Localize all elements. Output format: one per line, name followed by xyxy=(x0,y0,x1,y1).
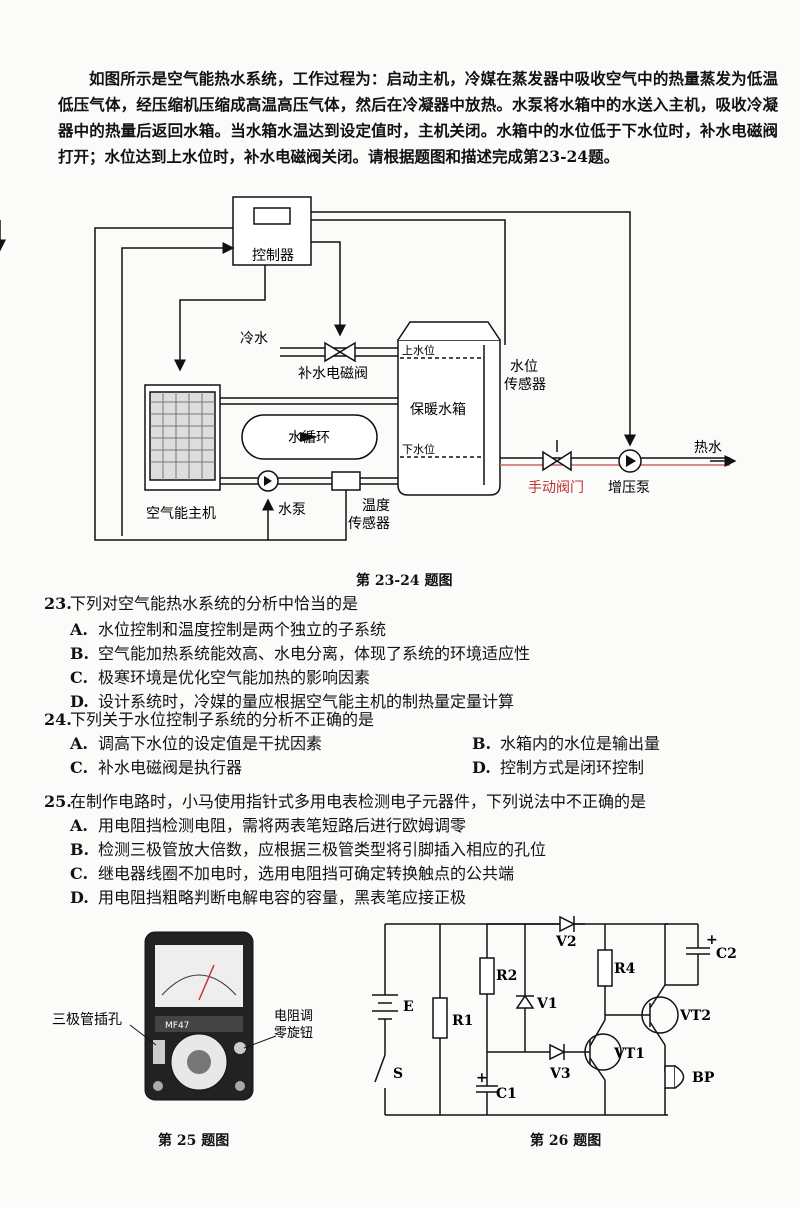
question-23-option-C: C. 极寒环境是优化空气能加热的影响因素 xyxy=(70,666,370,690)
question-23-stem: 23.下列对空气能热水系统的分析中恰当的是 xyxy=(44,592,358,616)
question-25-option-D: D. 用电阻挡粗略判断电解电容的容量，黑表笔应接正极 xyxy=(70,886,466,910)
manual-valve-label: 手动阀门 xyxy=(528,480,584,496)
temp-sensor-label-2: 传感器 xyxy=(348,515,390,532)
figure-23-24: 控制器 冷水 补水电磁阀 上水位 下水位 保暖水箱 水位 传感器 水循环 空气能… xyxy=(0,196,737,541)
hot-water-label: 热水 xyxy=(694,440,722,456)
level-sensor-label-1: 水位 xyxy=(510,359,538,375)
label-V2: V2 xyxy=(555,934,577,950)
intro-paragraph: 如图所示是空气能热水系统，工作过程为：启动主机，冷媒在蒸发器中吸收空气中的热量蒸… xyxy=(58,69,778,166)
label-BP: BP xyxy=(692,1070,715,1086)
question-23-option-B: B. 空气能加热系统能效高、水电分离，体现了系统的环境适应性 xyxy=(70,642,530,666)
label-V1: V1 xyxy=(536,996,558,1012)
option-letter: D. xyxy=(472,758,491,777)
figure-23-24-caption: 第 23-24 题图 xyxy=(356,573,453,589)
question-24-option-A: A. 调高下水位的设定值是干扰因素 xyxy=(70,732,322,756)
option-text: 检测三极管放大倍数，应根据三极管类型将引脚插入相应的孔位 xyxy=(98,840,547,859)
option-letter: B. xyxy=(70,840,90,859)
option-text: 用电阻挡粗略判断电解电容的容量，黑表笔应接正极 xyxy=(98,888,467,907)
option-text: 极寒环境是优化空气能加热的影响因素 xyxy=(98,668,371,687)
zero-knob-label-1: 电阻调 xyxy=(274,1009,313,1024)
option-letter: A. xyxy=(70,734,88,753)
option-text: 补水电磁阀是执行器 xyxy=(98,758,243,777)
label-VT2: VT2 xyxy=(679,1008,711,1024)
question-24-option-B: B. 水箱内的水位是输出量 xyxy=(472,732,660,756)
question-number: 23. xyxy=(44,594,72,613)
label-VT1: VT1 xyxy=(613,1046,645,1062)
controller-label: 控制器 xyxy=(252,248,294,264)
lower-level-label: 下水位 xyxy=(402,442,435,456)
option-text: 水位控制和温度控制是两个独立的子系统 xyxy=(98,620,387,639)
option-letter: C. xyxy=(70,864,89,883)
option-letter: B. xyxy=(70,644,90,663)
question-number: 25. xyxy=(44,792,72,811)
option-letter: A. xyxy=(70,816,88,835)
option-text: 继电器线圈不加电时，选用电阻挡可确定转换触点的公共端 xyxy=(98,864,515,883)
option-letter: C. xyxy=(70,758,89,777)
cold-water-label: 冷水 xyxy=(240,331,268,347)
valve-label: 补水电磁阀 xyxy=(298,366,368,382)
tank-label: 保暖水箱 xyxy=(410,402,466,418)
label-R1: R1 xyxy=(452,1013,473,1029)
question-text: 下列关于水位控制子系统的分析不正确的是 xyxy=(70,710,375,729)
host-label: 空气能主机 xyxy=(146,506,216,522)
label-E: E xyxy=(403,999,414,1015)
option-letter: D. xyxy=(70,888,89,907)
question-number: 24. xyxy=(44,710,72,729)
level-sensor-label-2: 传感器 xyxy=(504,376,546,393)
label-C1-plus: + xyxy=(476,1070,488,1086)
pump-label: 水泵 xyxy=(278,502,306,518)
temp-sensor-label-1: 温度 xyxy=(362,498,390,514)
multimeter-model: MF47 xyxy=(165,1021,189,1031)
booster-pump-label: 增压泵 xyxy=(608,480,650,496)
label-R4: R4 xyxy=(614,961,636,977)
option-text: 调高下水位的设定值是干扰因素 xyxy=(98,734,323,753)
zero-knob-label-2: 零旋钮 xyxy=(274,1026,313,1041)
label-R2: R2 xyxy=(496,968,517,984)
figure-25-caption: 第 25 题图 xyxy=(158,1133,230,1149)
label-V3: V3 xyxy=(549,1066,571,1082)
option-text: 控制方式是闭环控制 xyxy=(500,758,645,777)
label-S: S xyxy=(393,1066,403,1082)
question-25-option-C: C. 继电器线圈不加电时，选用电阻挡可确定转换触点的公共端 xyxy=(70,862,514,886)
option-letter: B. xyxy=(472,734,492,753)
option-text: 水箱内的水位是输出量 xyxy=(500,734,661,753)
option-letter: D. xyxy=(70,692,89,711)
question-24-option-C: C. 补水电磁阀是执行器 xyxy=(70,756,242,780)
option-letter: C. xyxy=(70,668,89,687)
upper-level-label: 上水位 xyxy=(402,343,435,357)
question-23-option-D: D. 设计系统时，冷媒的量应根据空气能主机的制热量定量计算 xyxy=(70,690,514,714)
water-cycle-label: 水循环 xyxy=(288,430,330,446)
question-24-stem: 24.下列关于水位控制子系统的分析不正确的是 xyxy=(44,708,374,732)
label-C2-plus: + xyxy=(706,932,718,948)
label-C2: C2 xyxy=(716,946,737,962)
option-text: 空气能加热系统能效高、水电分离，体现了系统的环境适应性 xyxy=(98,644,531,663)
question-25-option-A: A. 用电阻挡检测电阻，需将两表笔短路后进行欧姆调零 xyxy=(70,814,466,838)
option-letter: A. xyxy=(70,620,88,639)
controller-display xyxy=(253,207,291,225)
transistor-socket-label: 三极管插孔 xyxy=(52,1012,122,1028)
option-text: 用电阻挡检测电阻，需将两表笔短路后进行欧姆调零 xyxy=(98,816,467,835)
question-text: 在制作电路时，小马使用指针式多用电表检测电子元器件，下列说法中不正确的是 xyxy=(70,792,647,811)
figure-26-caption: 第 26 题图 xyxy=(530,1133,602,1149)
question-25-stem: 25.在制作电路时，小马使用指针式多用电表检测电子元器件，下列说法中不正确的是 xyxy=(44,790,646,814)
option-text: 设计系统时，冷媒的量应根据空气能主机的制热量定量计算 xyxy=(98,692,515,711)
question-text: 下列对空气能热水系统的分析中恰当的是 xyxy=(70,594,359,613)
question-24-option-D: D. 控制方式是闭环控制 xyxy=(472,756,644,780)
question-25-option-B: B. 检测三极管放大倍数，应根据三极管类型将引脚插入相应的孔位 xyxy=(70,838,546,862)
question-23-option-A: A. 水位控制和温度控制是两个独立的子系统 xyxy=(70,618,386,642)
label-C1: C1 xyxy=(496,1086,517,1102)
